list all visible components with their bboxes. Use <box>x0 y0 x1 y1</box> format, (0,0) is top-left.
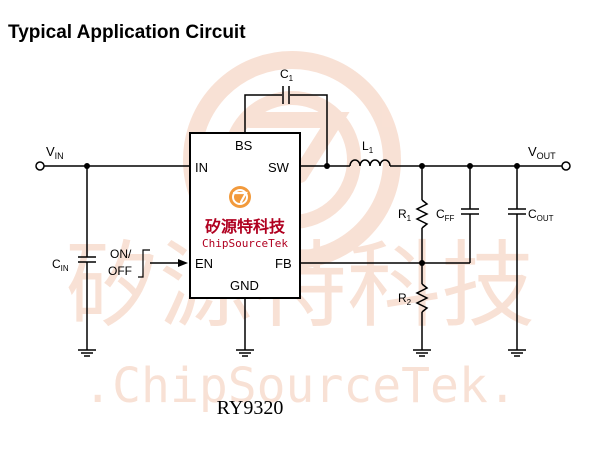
onoff-pulse-icon <box>138 249 150 278</box>
part-number: RY9320 <box>217 397 284 419</box>
capacitor-c1 <box>282 86 290 104</box>
pin-label-fb: FB <box>275 256 292 271</box>
brand-cn-text: 矽源特科技 <box>205 217 286 236</box>
l1-label: L1 <box>362 139 374 155</box>
junction-sw <box>324 163 330 169</box>
wire-c1-left <box>244 94 282 133</box>
resistor-r2 <box>415 283 429 313</box>
cin-label: CIN <box>52 257 69 273</box>
inductor-l1 <box>349 159 391 167</box>
resistor-r1 <box>415 199 429 229</box>
wire-c1-right <box>290 94 328 166</box>
onoff-label-line2: OFF <box>108 264 132 278</box>
ground-icon <box>236 349 254 357</box>
pin-label-in: IN <box>195 160 208 175</box>
vin-label: VIN <box>46 144 64 161</box>
cout-label: COUT <box>528 207 554 223</box>
capacitor-cff <box>461 208 479 215</box>
r1-label: R1 <box>398 207 412 223</box>
ground-icon <box>78 349 96 357</box>
r2-label: R2 <box>398 291 412 307</box>
pin-label-bs: BS <box>235 138 253 153</box>
capacitor-cout <box>508 208 526 215</box>
vin-terminal <box>35 161 45 171</box>
ground-icon <box>508 349 526 357</box>
chipsourcetek-logo-icon <box>229 186 251 208</box>
c1-label: C1 <box>280 67 294 83</box>
page-title: Typical Application Circuit <box>8 22 246 43</box>
en-arrow-icon <box>178 259 188 267</box>
vout-terminal <box>561 161 571 171</box>
ground-icon <box>413 349 431 357</box>
onoff-label-line1: ON/ <box>110 247 132 261</box>
pin-label-sw: SW <box>268 160 290 175</box>
brand-en-text: ChipSourceTek <box>202 237 288 250</box>
chip-body <box>189 132 301 299</box>
pin-label-gnd: GND <box>230 278 259 293</box>
pin-label-en: EN <box>195 256 213 271</box>
watermark-en-text: .ChipSourceTek. <box>83 358 516 414</box>
cff-label: CFF <box>436 207 455 223</box>
vout-label: VOUT <box>528 144 556 161</box>
